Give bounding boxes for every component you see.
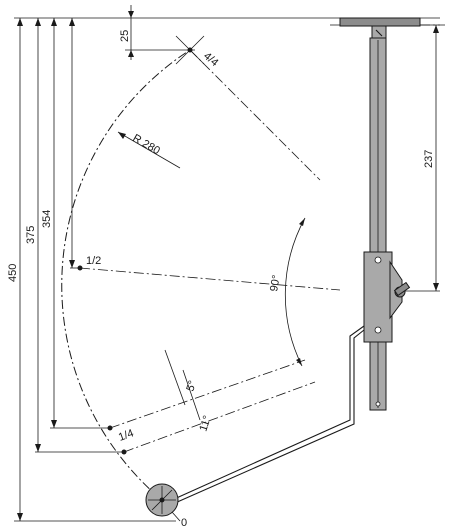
offset-small-label: 5° — [184, 379, 199, 393]
hinge-pin — [159, 497, 165, 503]
position-label-full: 4/4 — [201, 50, 220, 69]
dim-label-450: 450 — [7, 264, 19, 282]
stem-detail — [375, 29, 383, 37]
angle-arrow-bottom — [296, 358, 302, 366]
angle-arrow-top — [299, 218, 305, 226]
radial-line-full — [189, 49, 321, 181]
angle-arc-90 — [284, 217, 306, 367]
dim-label-375: 375 — [25, 226, 37, 244]
connecting-rod — [171, 325, 365, 501]
mounting-plate — [339, 17, 421, 27]
swing-angle-label: 90° — [268, 274, 283, 292]
offset-ext-line-2 — [182, 369, 201, 421]
radial-line-half — [79, 267, 341, 291]
offset-large-label: 11° — [197, 414, 213, 433]
mounting-stem — [371, 25, 387, 39]
dim-label-237: 237 — [423, 150, 435, 168]
clamp-screw — [393, 281, 411, 297]
radius-label: R 280 — [131, 132, 162, 157]
position-label-quarter: 1/4 — [117, 427, 135, 444]
rail-hole-bottom — [375, 401, 381, 407]
bracket-hole-bottom — [374, 326, 382, 334]
connecting-rod-inner — [174, 329, 365, 504]
dim-label-354: 354 — [41, 210, 53, 228]
radial-line-zero — [123, 381, 316, 453]
dim-label-25: 25 — [119, 30, 131, 42]
radius-leader — [117, 131, 181, 169]
bracket-hole-top — [374, 256, 382, 264]
position-label-half: 1/2 — [86, 255, 101, 267]
position-label-zero: 0 — [181, 517, 187, 529]
radial-line-quarter — [109, 359, 306, 429]
radius-arrow — [118, 132, 126, 139]
offset-ext-line — [164, 349, 186, 406]
swing-arc — [61, 49, 191, 501]
zero-leader — [171, 511, 181, 522]
